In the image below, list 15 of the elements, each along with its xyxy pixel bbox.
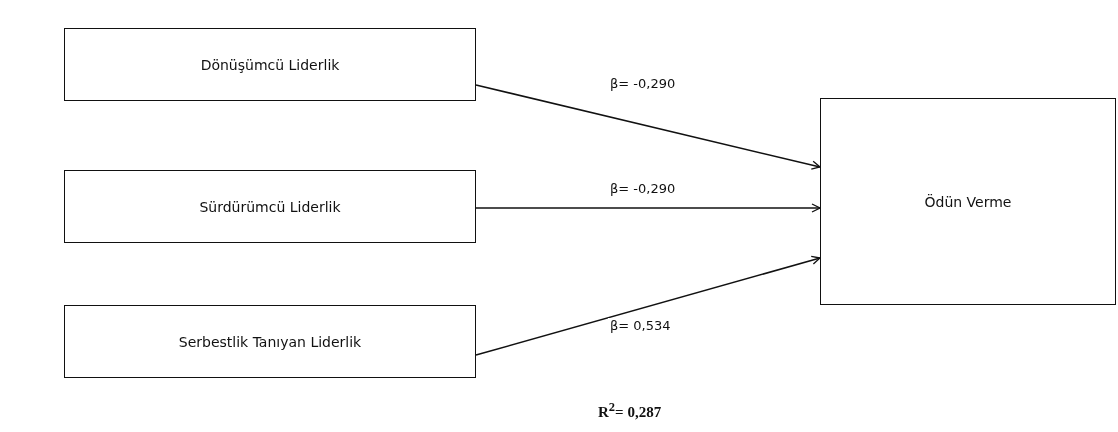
- variable-box: [64, 28, 476, 101]
- arrow: [475, 84, 821, 170]
- r-squared-note: R$^{2}$= 0,287: [598, 400, 662, 421]
- edge-label: β= -0,290: [608, 181, 678, 196]
- edge-label: β= 0,534: [608, 318, 673, 333]
- variable-name: Dönüşümcü Liderlik: [200, 56, 340, 73]
- variable-name: Sürdürümcü Liderlik: [199, 198, 341, 215]
- edge-label: β= -0,290: [608, 76, 678, 91]
- variable-box: [820, 98, 1116, 305]
- variable-box: [64, 170, 476, 243]
- arrow: [475, 203, 821, 213]
- variable-name: Serbestlik Tanıyan Liderlik: [178, 333, 362, 350]
- variable-box: [64, 305, 476, 378]
- variable-name: Ödün Verme: [924, 193, 1012, 210]
- arrow: [475, 255, 821, 356]
